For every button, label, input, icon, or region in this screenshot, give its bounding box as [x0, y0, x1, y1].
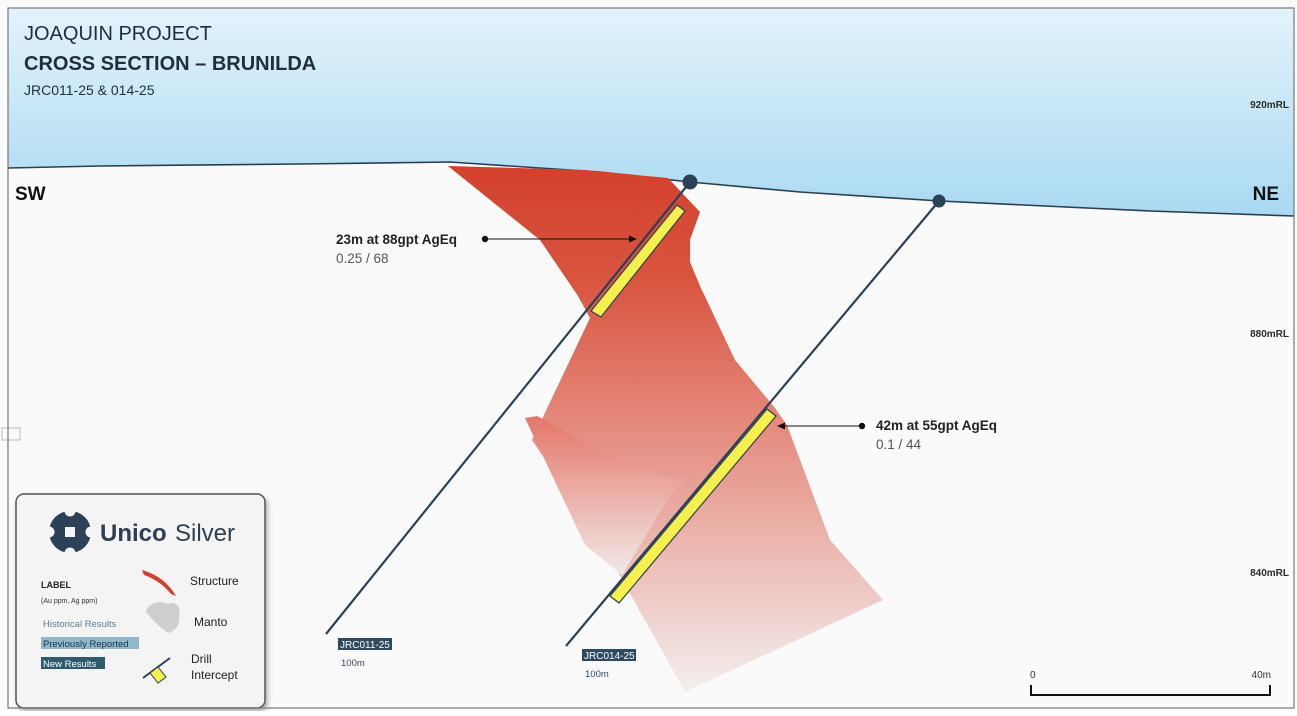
hole-length-jrc014-25: 100m [585, 669, 609, 680]
legend-drill: Drill [191, 652, 212, 666]
legend-label-units: (Au ppm, Ag ppm) [41, 598, 97, 605]
unico-logo-icon [43, 505, 97, 559]
legend-structure: Structure [190, 574, 239, 588]
level-label: 920mRL [1250, 100, 1289, 111]
scale-end-label: 40m [1252, 670, 1271, 681]
manto-body [525, 416, 686, 575]
collar-jrc014-25 [932, 194, 946, 208]
collar-jrc011-25 [682, 174, 698, 190]
sky-area [8, 8, 1294, 216]
drill-trace-jrc011-25 [325, 181, 691, 635]
intercept-grades-2: 0.1 / 44 [876, 437, 922, 452]
hole-tag-jrc011-25 [338, 638, 392, 650]
section-title: CROSS SECTION – BRUNILDA [24, 53, 316, 75]
intercept-label-1: 23m at 88gpt AgEq [336, 232, 457, 247]
level-label: 880mRL [1250, 329, 1289, 340]
legend-panel: Unico Silver LABEL (Au ppm, Ag ppm) Hist… [15, 493, 266, 709]
legend-label-title: LABEL [41, 580, 71, 590]
edge-marker [1, 427, 21, 441]
brand-name-first: Unico [100, 520, 167, 547]
hole-tag-jrc014-25 [582, 649, 636, 661]
intercept-swatch-icon [149, 666, 167, 684]
level-label: 840mRL [1250, 568, 1289, 579]
callout-arrow-2 [777, 422, 785, 430]
intercept-bar-1 [590, 204, 686, 318]
drill-trace-jrc014-25 [565, 200, 940, 647]
project-title: JOAQUIN PROJECT [24, 23, 212, 45]
scale-bar [1030, 685, 1271, 696]
manto-swatch-icon [146, 602, 180, 633]
direction-sw: SW [15, 184, 46, 205]
brand-name-second: Silver [175, 520, 235, 547]
figure-frame [7, 7, 1295, 709]
intercept-bar-2 [609, 408, 777, 604]
callout-arrow-1 [629, 235, 637, 243]
direction-ne: NE [1253, 184, 1279, 205]
section-holes: JRC011-25 & 014-25 [24, 82, 155, 98]
intercept-label-2: 42m at 55gpt AgEq [876, 418, 997, 433]
legend-historical-results: Historical Results [43, 619, 117, 630]
hole-id-jrc011-25: JRC011-25 [340, 640, 390, 651]
legend-new-results: New Results [43, 659, 97, 670]
hole-id-jrc014-25: JRC014-25 [584, 651, 635, 662]
legend-new-tag [41, 657, 105, 669]
structure-swatch-icon [142, 570, 176, 596]
hole-length-jrc011-25: 100m [341, 658, 365, 669]
legend-previous-tag [41, 637, 139, 649]
structure-body [448, 166, 883, 692]
legend-manto: Manto [194, 615, 228, 629]
intercept-grades-1: 0.25 / 68 [336, 251, 389, 266]
legend-intercept: Intercept [191, 668, 238, 682]
legend-previously-reported: Previously Reported [43, 639, 129, 650]
scale-start-label: 0 [1030, 670, 1036, 681]
